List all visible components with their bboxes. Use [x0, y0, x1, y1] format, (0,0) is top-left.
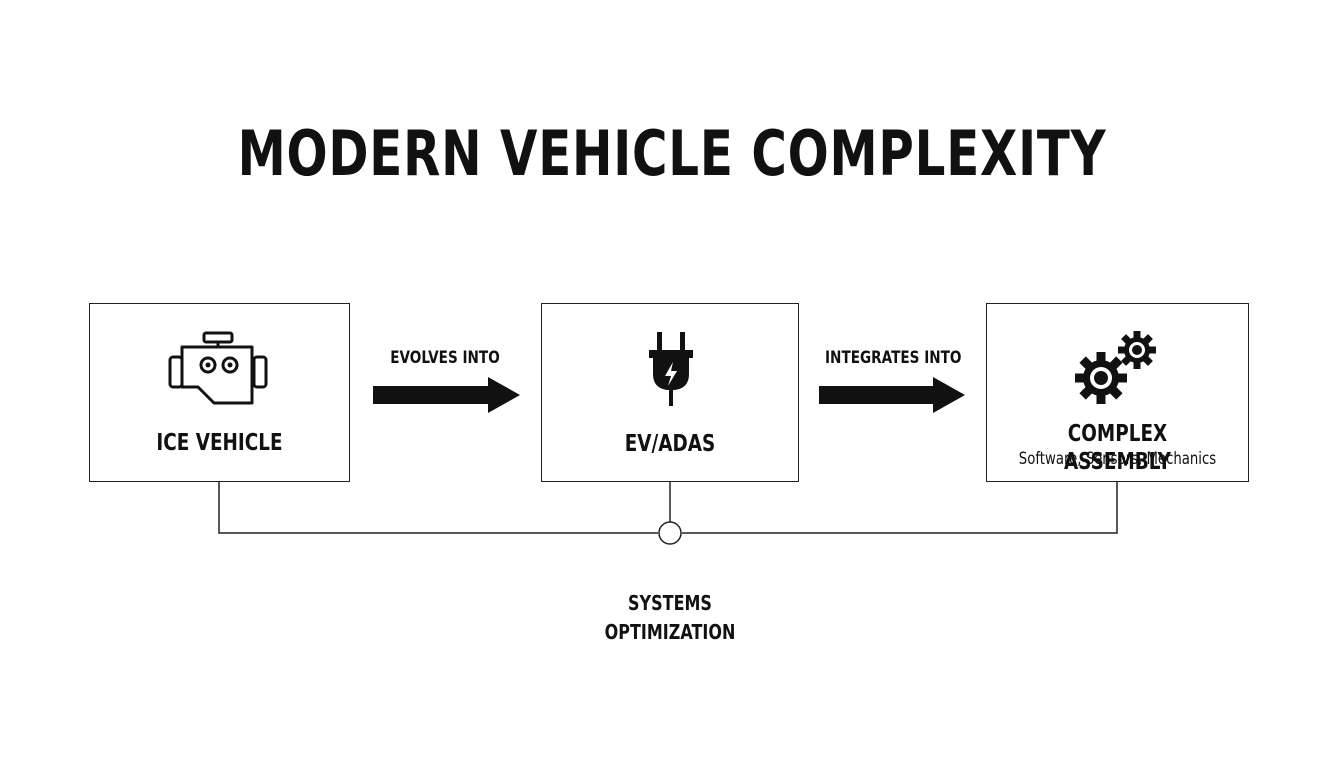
connector-line-ice	[218, 482, 658, 534]
edge-label-evolves: EVOLVES INTO	[390, 348, 500, 368]
hub-label-line2: OPTIMIZATION	[604, 620, 736, 644]
edge-label-integrates: INTEGRATES INTO	[825, 348, 962, 368]
arrow-evolves	[373, 377, 520, 413]
hub-label: SYSTEMS OPTIMIZATION	[590, 589, 750, 647]
connector-line-complex	[682, 482, 1118, 534]
node-complex-assembly: COMPLEX ASSEMBLY Software, Sensors, Mech…	[986, 303, 1249, 482]
gears-icon	[1075, 331, 1156, 404]
node-label-ice: ICE VEHICLE	[156, 430, 283, 456]
page-title: MODERN VEHICLE COMPLEXITY	[237, 117, 1107, 190]
arrow-integrates	[819, 377, 965, 413]
plug-icon	[649, 332, 693, 406]
hub-label-line1: SYSTEMS	[628, 591, 712, 615]
node-ice-vehicle: ICE VEHICLE	[89, 303, 350, 482]
node-label-ev: EV/ADAS	[624, 431, 716, 457]
node-sublabel-complex: Software, Sensors, Mechanics	[1018, 449, 1217, 469]
node-label-complex: COMPLEX ASSEMBLY	[1063, 421, 1171, 475]
hub-node	[658, 521, 682, 545]
engine-icon	[168, 331, 268, 405]
node-ev-adas: EV/ADAS	[541, 303, 799, 482]
